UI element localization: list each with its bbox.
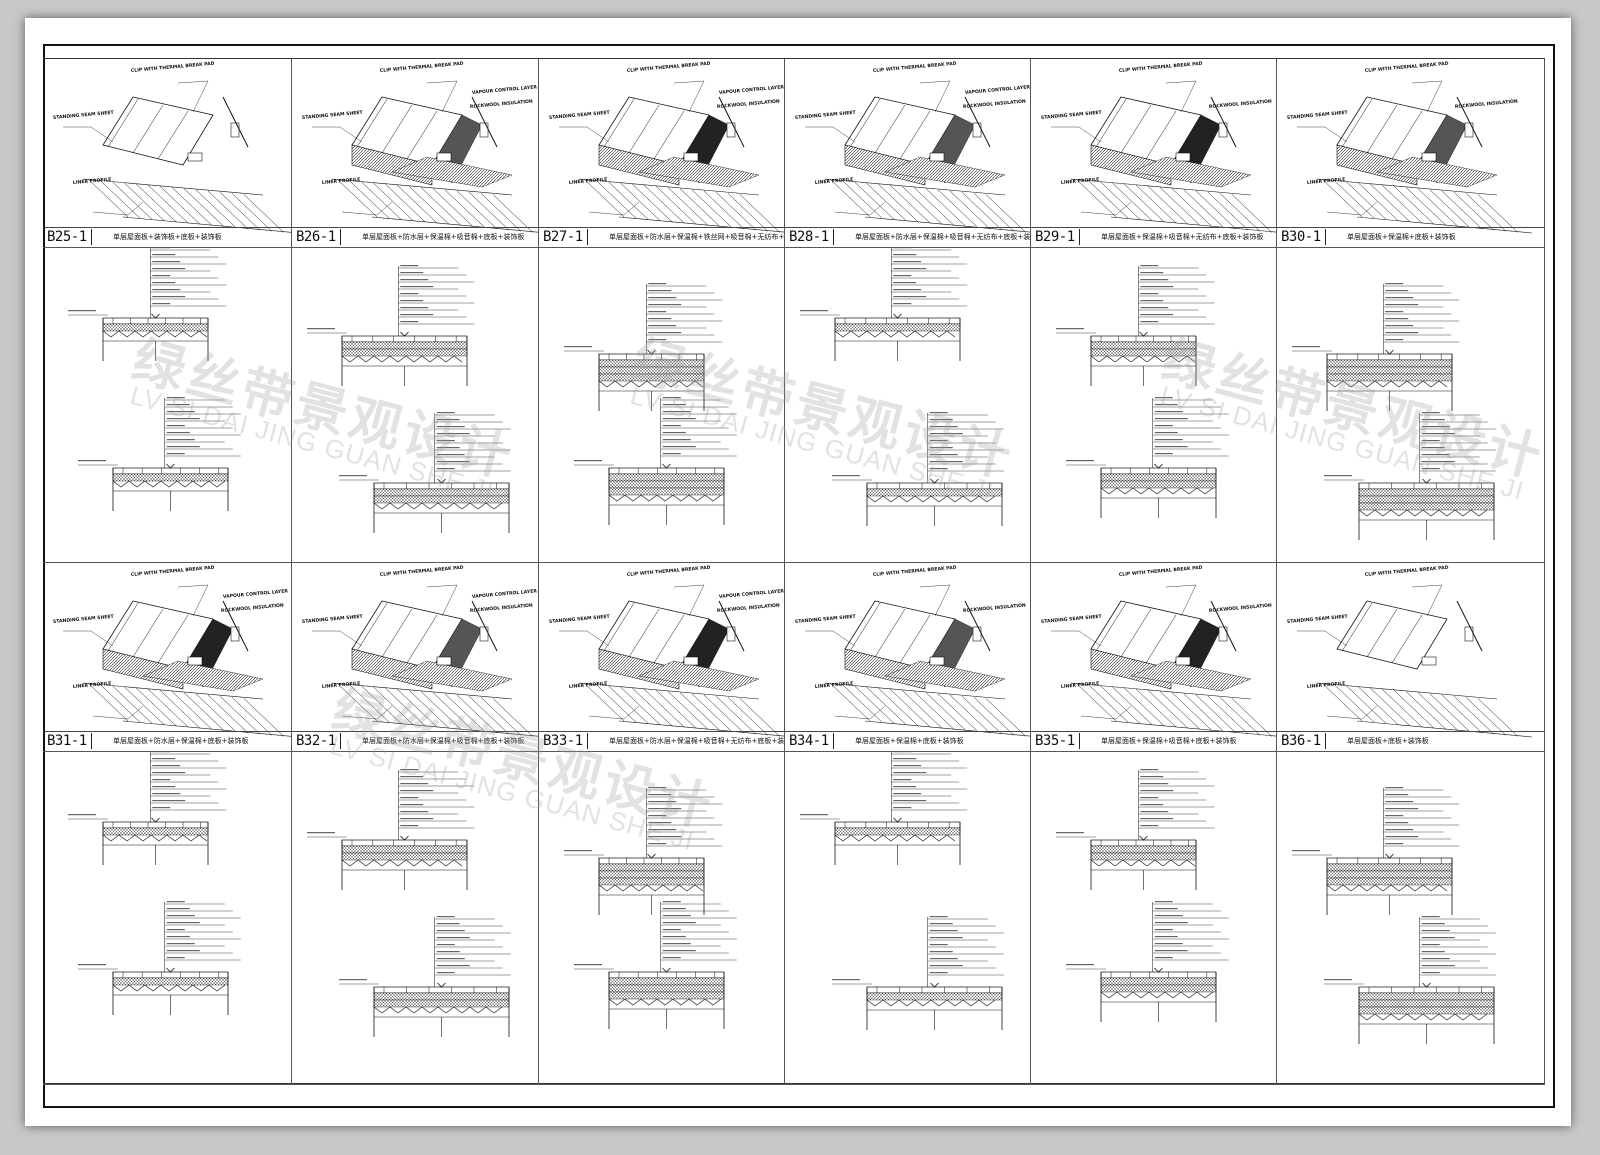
detail-title: 单层屋面板+防水层+保温棉+吸音棉+底板+装饰板 — [362, 737, 525, 745]
detail-section-cell — [1031, 752, 1277, 1085]
detail-title: 单层屋面板+底板+装饰板 — [1347, 737, 1429, 745]
detail-label-row: B35-1 单层屋面板+保温棉+吸音棉+底板+装饰板 — [1031, 731, 1276, 751]
roof-section-drawing — [800, 248, 1004, 526]
detail-code: B35-1 — [1035, 733, 1080, 749]
detail-code: B30-1 — [1281, 229, 1326, 245]
detail-section-cell — [43, 248, 292, 563]
isometric-roof-drawing — [63, 584, 291, 737]
detail-code: B34-1 — [789, 733, 834, 749]
detail-section-cell — [1277, 752, 1545, 1085]
detail-code: B29-1 — [1035, 229, 1080, 245]
detail-code: B33-1 — [543, 733, 588, 749]
isometric-roof-drawing — [312, 80, 538, 233]
detail-code: B25-1 — [47, 229, 92, 245]
isometric-roof-drawing — [1051, 80, 1276, 233]
isometric-roof-drawing — [805, 584, 1030, 737]
detail-label-row: B27-1 单层屋面板+防水层+保温棉+铁丝网+吸音棉+无纺布+底板+装饰板 — [539, 227, 784, 247]
detail-label-row: B34-1 单层屋面板+保温棉+底板+装饰板 — [785, 731, 1030, 751]
detail-label-row: B30-1 单层屋面板+保温棉+底板+装饰板 — [1277, 227, 1544, 247]
isometric-roof-drawing — [63, 80, 291, 233]
detail-code: B32-1 — [296, 733, 341, 749]
detail-section-cell — [292, 752, 539, 1085]
isometric-roof-drawing — [312, 584, 538, 737]
detail-code: B26-1 — [296, 229, 341, 245]
detail-title: 单层屋面板+防水层+保温棉+铁丝网+吸音棉+无纺布+底板+装饰板 — [609, 233, 785, 241]
detail-label-row: B33-1 单层屋面板+防水层+保温棉+吸音棉+无纺布+底板+装饰板 — [539, 731, 784, 751]
detail-section-cell — [785, 752, 1031, 1085]
detail-section-cell — [1277, 248, 1545, 563]
detail-section-cell — [43, 752, 292, 1085]
isometric-roof-drawing — [559, 584, 784, 737]
detail-code: B27-1 — [543, 229, 588, 245]
roof-section-drawing — [307, 769, 511, 1037]
detail-title: 单层屋面板+保温棉+吸音棉+底板+装饰板 — [1101, 737, 1237, 745]
detail-label-row: B32-1 单层屋面板+防水层+保温棉+吸音棉+底板+装饰板 — [292, 731, 538, 751]
roof-section-drawing — [1056, 769, 1229, 1022]
roof-section-drawing — [307, 265, 511, 533]
roof-section-drawing — [68, 248, 241, 511]
roof-section-drawing — [1292, 283, 1496, 540]
detail-section-cell — [785, 248, 1031, 563]
detail-section-cell — [292, 248, 539, 563]
roof-section-drawing — [564, 787, 737, 1029]
detail-label-row: B36-1 单层屋面板+底板+装饰板 — [1277, 731, 1544, 751]
roof-section-drawing — [1292, 787, 1496, 1044]
isometric-roof-drawing — [1051, 584, 1276, 737]
detail-title: 单层屋面板+保温棉+吸音棉+无纺布+底板+装饰板 — [1101, 233, 1264, 241]
roof-section-drawing — [564, 283, 737, 525]
detail-label-row: B25-1 单层屋面板+装饰板+底板+装饰板 — [43, 227, 291, 247]
detail-code: B31-1 — [47, 733, 92, 749]
detail-title: 单层屋面板+防水层+保温棉+吸音棉+无纺布+底板+装饰板 — [855, 233, 1031, 241]
detail-label-row: B31-1 单层屋面板+防水层+保温棉+底板+装饰板 — [43, 731, 291, 751]
detail-title: 单层屋面板+防水层+保温棉+吸音棉+无纺布+底板+装饰板 — [609, 737, 785, 745]
detail-title: 单层屋面板+装饰板+底板+装饰板 — [113, 233, 222, 241]
detail-title: 单层屋面板+保温棉+底板+装饰板 — [1347, 233, 1456, 241]
drawing-frame — [43, 44, 1555, 1108]
detail-label-row: B26-1 单层屋面板+防水层+保温棉+吸音棉+底板+装饰板 — [292, 227, 538, 247]
roof-section-drawing — [800, 752, 1004, 1030]
detail-label-row: B29-1 单层屋面板+保温棉+吸音棉+无纺布+底板+装饰板 — [1031, 227, 1276, 247]
roof-section-drawing — [1056, 265, 1229, 518]
isometric-roof-drawing — [805, 80, 1030, 233]
detail-code: B36-1 — [1281, 733, 1326, 749]
detail-section-cell — [1031, 248, 1277, 563]
detail-label-row: B28-1 单层屋面板+防水层+保温棉+吸音棉+无纺布+底板+装饰板 — [785, 227, 1030, 247]
detail-title: 单层屋面板+防水层+保温棉+底板+装饰板 — [113, 737, 249, 745]
detail-code: B28-1 — [789, 229, 834, 245]
detail-title: 单层屋面板+防水层+保温棉+吸音棉+底板+装饰板 — [362, 233, 525, 241]
detail-section-cell — [539, 752, 785, 1085]
isometric-roof-drawing — [559, 80, 784, 233]
detail-section-cell — [539, 248, 785, 563]
isometric-roof-drawing — [1297, 584, 1533, 738]
isometric-roof-drawing — [1297, 80, 1533, 234]
detail-title: 单层屋面板+保温棉+底板+装饰板 — [855, 737, 964, 745]
roof-section-drawing — [68, 752, 241, 1015]
